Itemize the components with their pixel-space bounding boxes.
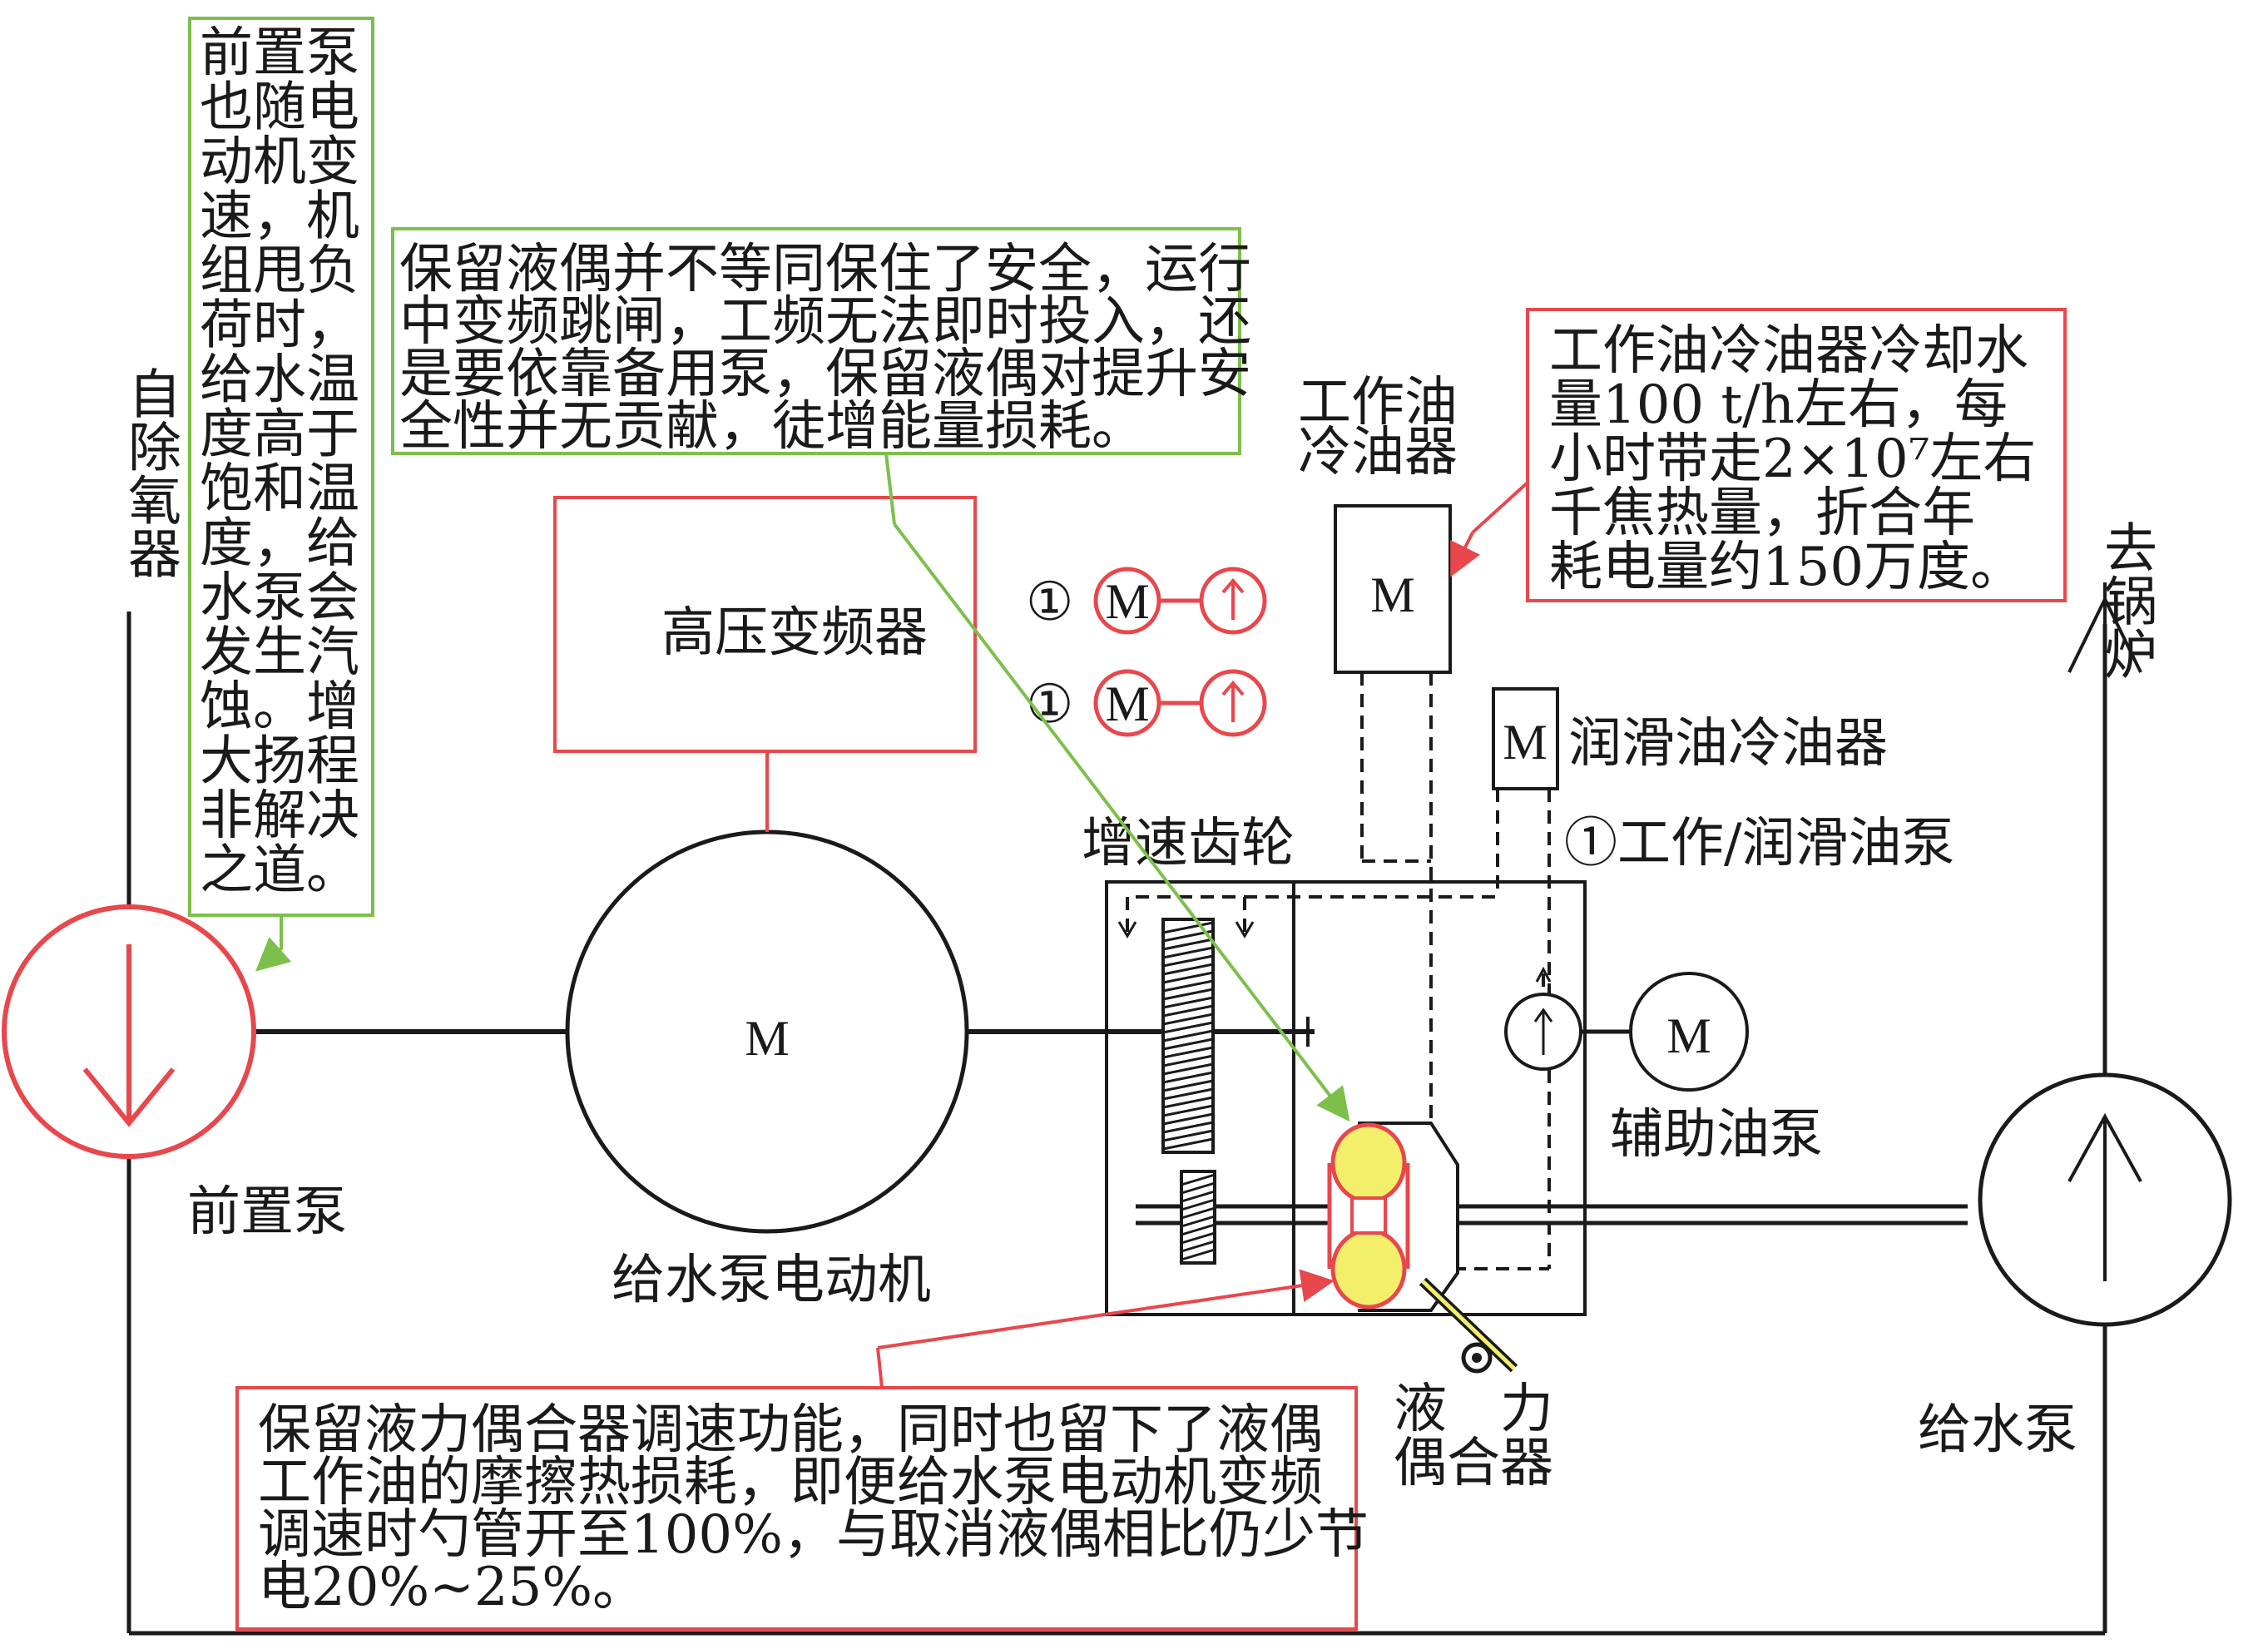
gear-small xyxy=(1180,1170,1216,1265)
cooler-note-line: 小时带走2×10⁷左右 xyxy=(1549,428,2036,490)
feed-pump-motor-label: 给水泵电动机 xyxy=(612,1250,931,1311)
coupling-note-line: 调速时勺管开至100%，与取消液偶相比仍少节 xyxy=(258,1504,1369,1566)
feed-motor-m-label: M xyxy=(745,1011,789,1066)
booster-note-line: 前置泵 xyxy=(200,22,359,84)
booster-note-line: 度高于 xyxy=(200,404,359,466)
safety-note-callout: 保留液偶并不等同保住了安全，运行中变频跳闸，工频无法即时投入，还是要依靠备用泵，… xyxy=(391,227,1350,1122)
oil-pump-2-motor-label: M xyxy=(1105,676,1149,731)
feed-pump xyxy=(1978,1072,2232,1327)
lube-oil-cooler: M xyxy=(1492,687,1559,790)
hv-vfd-label: 高压变频器 xyxy=(661,602,928,664)
booster-note-line: 给水温 xyxy=(200,349,359,411)
working-cooler-m-label: M xyxy=(1370,567,1414,622)
booster-note-line: 也随电 xyxy=(200,77,359,139)
cooler-note-line: 工作油冷油器冷却水 xyxy=(1549,320,2028,382)
working-oil-cooler-label-2: 冷油器 xyxy=(1298,422,1458,483)
booster-note-line: 蚀。增 xyxy=(200,676,359,738)
lube-cooler-m-label: M xyxy=(1503,715,1547,770)
fluid-coupling-label-1: 液 力 xyxy=(1394,1379,1553,1440)
oil-pump-1-motor-label: M xyxy=(1105,574,1149,629)
to-boiler-label: 去锅炉 xyxy=(2095,520,2157,680)
fluid-coupling xyxy=(1327,1122,1518,1374)
aux-pump-motor-label: M xyxy=(1666,1008,1711,1063)
booster-note-callout: 前置泵也随电动机变速，机组甩负荷时，给水温度高于饱和温度，给水泵会发生汽蚀。增大… xyxy=(188,17,374,972)
booster-note-line: 速，机 xyxy=(200,186,359,248)
booster-note-line: 动机变 xyxy=(200,131,359,193)
booster-note-line: 组甩负 xyxy=(200,240,359,302)
deaerator-label: 自除氧器 xyxy=(119,366,181,579)
coupling-note-line: 工作油的摩擦热损耗，即便给水泵电动机变频 xyxy=(258,1452,1323,1513)
oil-pump-label: ①工作/润滑油泵 xyxy=(1564,813,1955,874)
fluid-coupling-label-2: 偶合器 xyxy=(1394,1433,1553,1494)
feed-pump-label: 给水泵 xyxy=(1918,1399,2077,1461)
gearbox-housing xyxy=(1105,880,1587,1316)
coupling-note-callout: 保留液力偶合器调速功能，同时也留下了液偶工作油的摩擦热损耗，即便给水泵电动机变频… xyxy=(235,1269,1369,1631)
cooler-note-line: 千焦热量，折合年 xyxy=(1549,483,1975,544)
booster-pump-label: 前置泵 xyxy=(187,1181,347,1243)
working-oil-cooler-label-1: 工作油 xyxy=(1298,372,1458,433)
booster-note-line: 大扬程 xyxy=(200,731,359,793)
drive-shafts xyxy=(254,1017,1968,1226)
coupling-note-line: 电20%~25%。 xyxy=(258,1557,646,1618)
cooler-note-line: 耗电量约150万度。 xyxy=(1549,537,2023,598)
booster-note-line: 发生汽 xyxy=(200,622,359,684)
lube-oil-cooler-label: 润滑油冷油器 xyxy=(1568,713,1888,775)
safety-note-line: 中变频跳闸，工频无法即时投入，还 xyxy=(399,291,1251,353)
oil-pump-set-2: ① M xyxy=(1026,669,1267,737)
booster-note-line: 度，给 xyxy=(200,513,359,575)
booster-note-line: 荷时， xyxy=(200,295,359,357)
to-boiler-arrow-icon xyxy=(2067,582,2142,673)
water-piping xyxy=(126,612,2107,1636)
booster-note-line: 之道。 xyxy=(200,840,359,902)
aux-oil-pump: M xyxy=(1504,972,1749,1092)
cooler-note-line: 量100 t/h左右，每 xyxy=(1549,374,2008,436)
booster-note-line: 饱和温 xyxy=(200,458,359,520)
aux-oil-pump-label: 辅助油泵 xyxy=(1610,1104,1823,1166)
oil-flow-arrow-icons xyxy=(1117,921,1552,983)
working-oil-cooler: M xyxy=(1334,504,1452,674)
booster-note-line: 非解决 xyxy=(200,785,359,847)
oil-pump-1-number: ① xyxy=(1026,572,1073,633)
coupling-note-line: 保留液力偶合器调速功能，同时也留下了液偶 xyxy=(258,1399,1323,1461)
gear-large xyxy=(1161,918,1215,1154)
booster-pump xyxy=(2,904,256,1159)
safety-note-line: 全性并无贡献，徒增能量损耗。 xyxy=(399,396,1145,458)
gearbox-label: 增速齿轮 xyxy=(1082,813,1295,874)
safety-note-line: 保留液偶并不等同保住了安全，运行 xyxy=(399,239,1251,300)
safety-note-line: 是要依靠备用泵，保留液偶对提升安 xyxy=(399,344,1251,405)
booster-note-line: 水泵会 xyxy=(200,567,359,629)
feed-pump-motor: M xyxy=(565,829,969,1234)
oil-pump-set-1: ① M xyxy=(1026,567,1267,635)
